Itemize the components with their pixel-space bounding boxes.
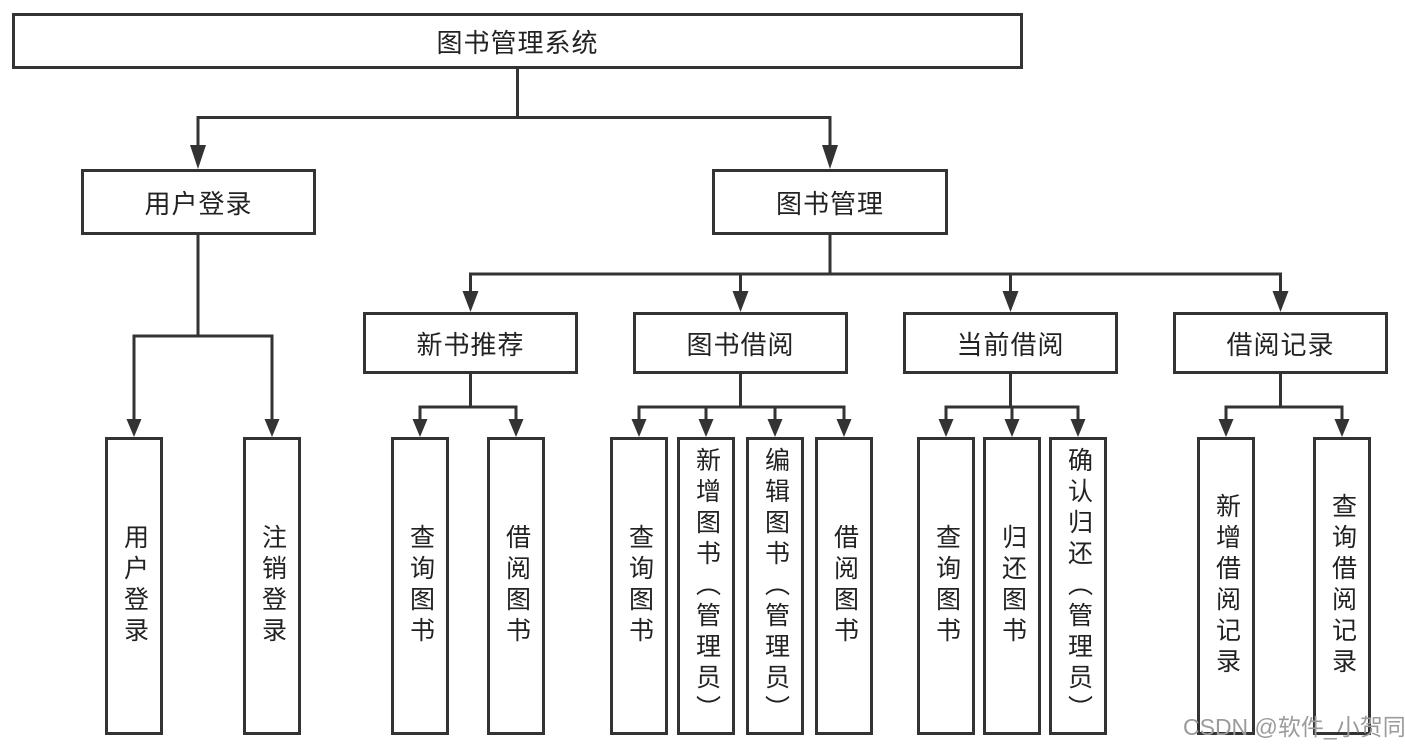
connector-root-to-level2 — [190, 69, 838, 169]
node-leaf-query-books-current: 查询图书 — [917, 437, 975, 735]
node-label: 查询图书 — [406, 524, 435, 648]
node-label: 图书借阅 — [686, 329, 795, 360]
node-leaf-add-borrow-record: 新增借阅记录 — [1197, 437, 1255, 735]
node-leaf-return-books: 归还图书 — [983, 437, 1041, 735]
connector-book-borrow-to-leaves — [631, 374, 852, 437]
node-leaf-query-books-borrow: 查询图书 — [610, 437, 668, 735]
node-label: 用户登录 — [120, 524, 149, 648]
node-label: 新增借阅记录 — [1212, 493, 1241, 679]
node-label: 图书管理系统 — [436, 27, 599, 58]
node-label: 注销登录 — [258, 524, 287, 648]
node-borrow-records: 借阅记录 — [1173, 312, 1388, 374]
connector-user-login-to-leaves — [126, 235, 280, 437]
node-leaf-borrow-books-recommend: 借阅图书 — [487, 437, 545, 735]
connector-new-books-to-leaves — [412, 374, 524, 437]
watermark-text: CSDN @软件_小贺同 — [1183, 714, 1405, 740]
node-leaf-query-books-recommend: 查询图书 — [391, 437, 449, 735]
node-leaf-edit-books-admin: 编辑图书（管理员） — [746, 437, 804, 735]
node-leaf-add-books-admin: 新增图书（管理员） — [677, 437, 735, 735]
connector-current-borrow-to-leaves — [938, 374, 1086, 437]
node-leaf-query-borrow-record: 查询借阅记录 — [1313, 437, 1371, 735]
node-label: 新书推荐 — [416, 329, 525, 360]
node-label: 查询借阅记录 — [1328, 493, 1357, 679]
node-leaf-borrow-books: 借阅图书 — [815, 437, 873, 735]
node-user-login: 用户登录 — [81, 169, 316, 235]
node-current-borrow: 当前借阅 — [903, 312, 1118, 374]
node-label: 编辑图书（管理员） — [761, 446, 790, 726]
node-new-book-recommend: 新书推荐 — [363, 312, 578, 374]
csdn-watermark: CSDN @软件_小贺同学 — [1183, 714, 1405, 742]
connector-borrow-records-to-leaves — [1218, 374, 1350, 437]
node-label: 查询图书 — [932, 524, 961, 648]
node-label: 归还图书 — [998, 524, 1027, 648]
node-label: 借阅图书 — [830, 524, 859, 648]
node-label: 新增图书（管理员） — [692, 446, 721, 726]
connector-book-management-to-level3 — [462, 235, 1289, 312]
node-leaf-logout: 注销登录 — [243, 437, 301, 735]
node-book-management: 图书管理 — [712, 169, 948, 235]
node-library-management-system: 图书管理系统 — [12, 13, 1023, 69]
node-label: 查询图书 — [625, 524, 654, 648]
node-label: 当前借阅 — [956, 329, 1065, 360]
node-leaf-confirm-return-admin: 确认归还（管理员） — [1049, 437, 1107, 735]
node-label: 图书管理 — [775, 188, 884, 219]
node-label: 确认归还（管理员） — [1064, 446, 1093, 726]
node-label: 借阅图书 — [502, 524, 531, 648]
node-book-borrow: 图书借阅 — [633, 312, 848, 374]
node-label: 借阅记录 — [1226, 329, 1335, 360]
node-label: 用户登录 — [144, 188, 253, 219]
node-leaf-user-login: 用户登录 — [105, 437, 163, 735]
